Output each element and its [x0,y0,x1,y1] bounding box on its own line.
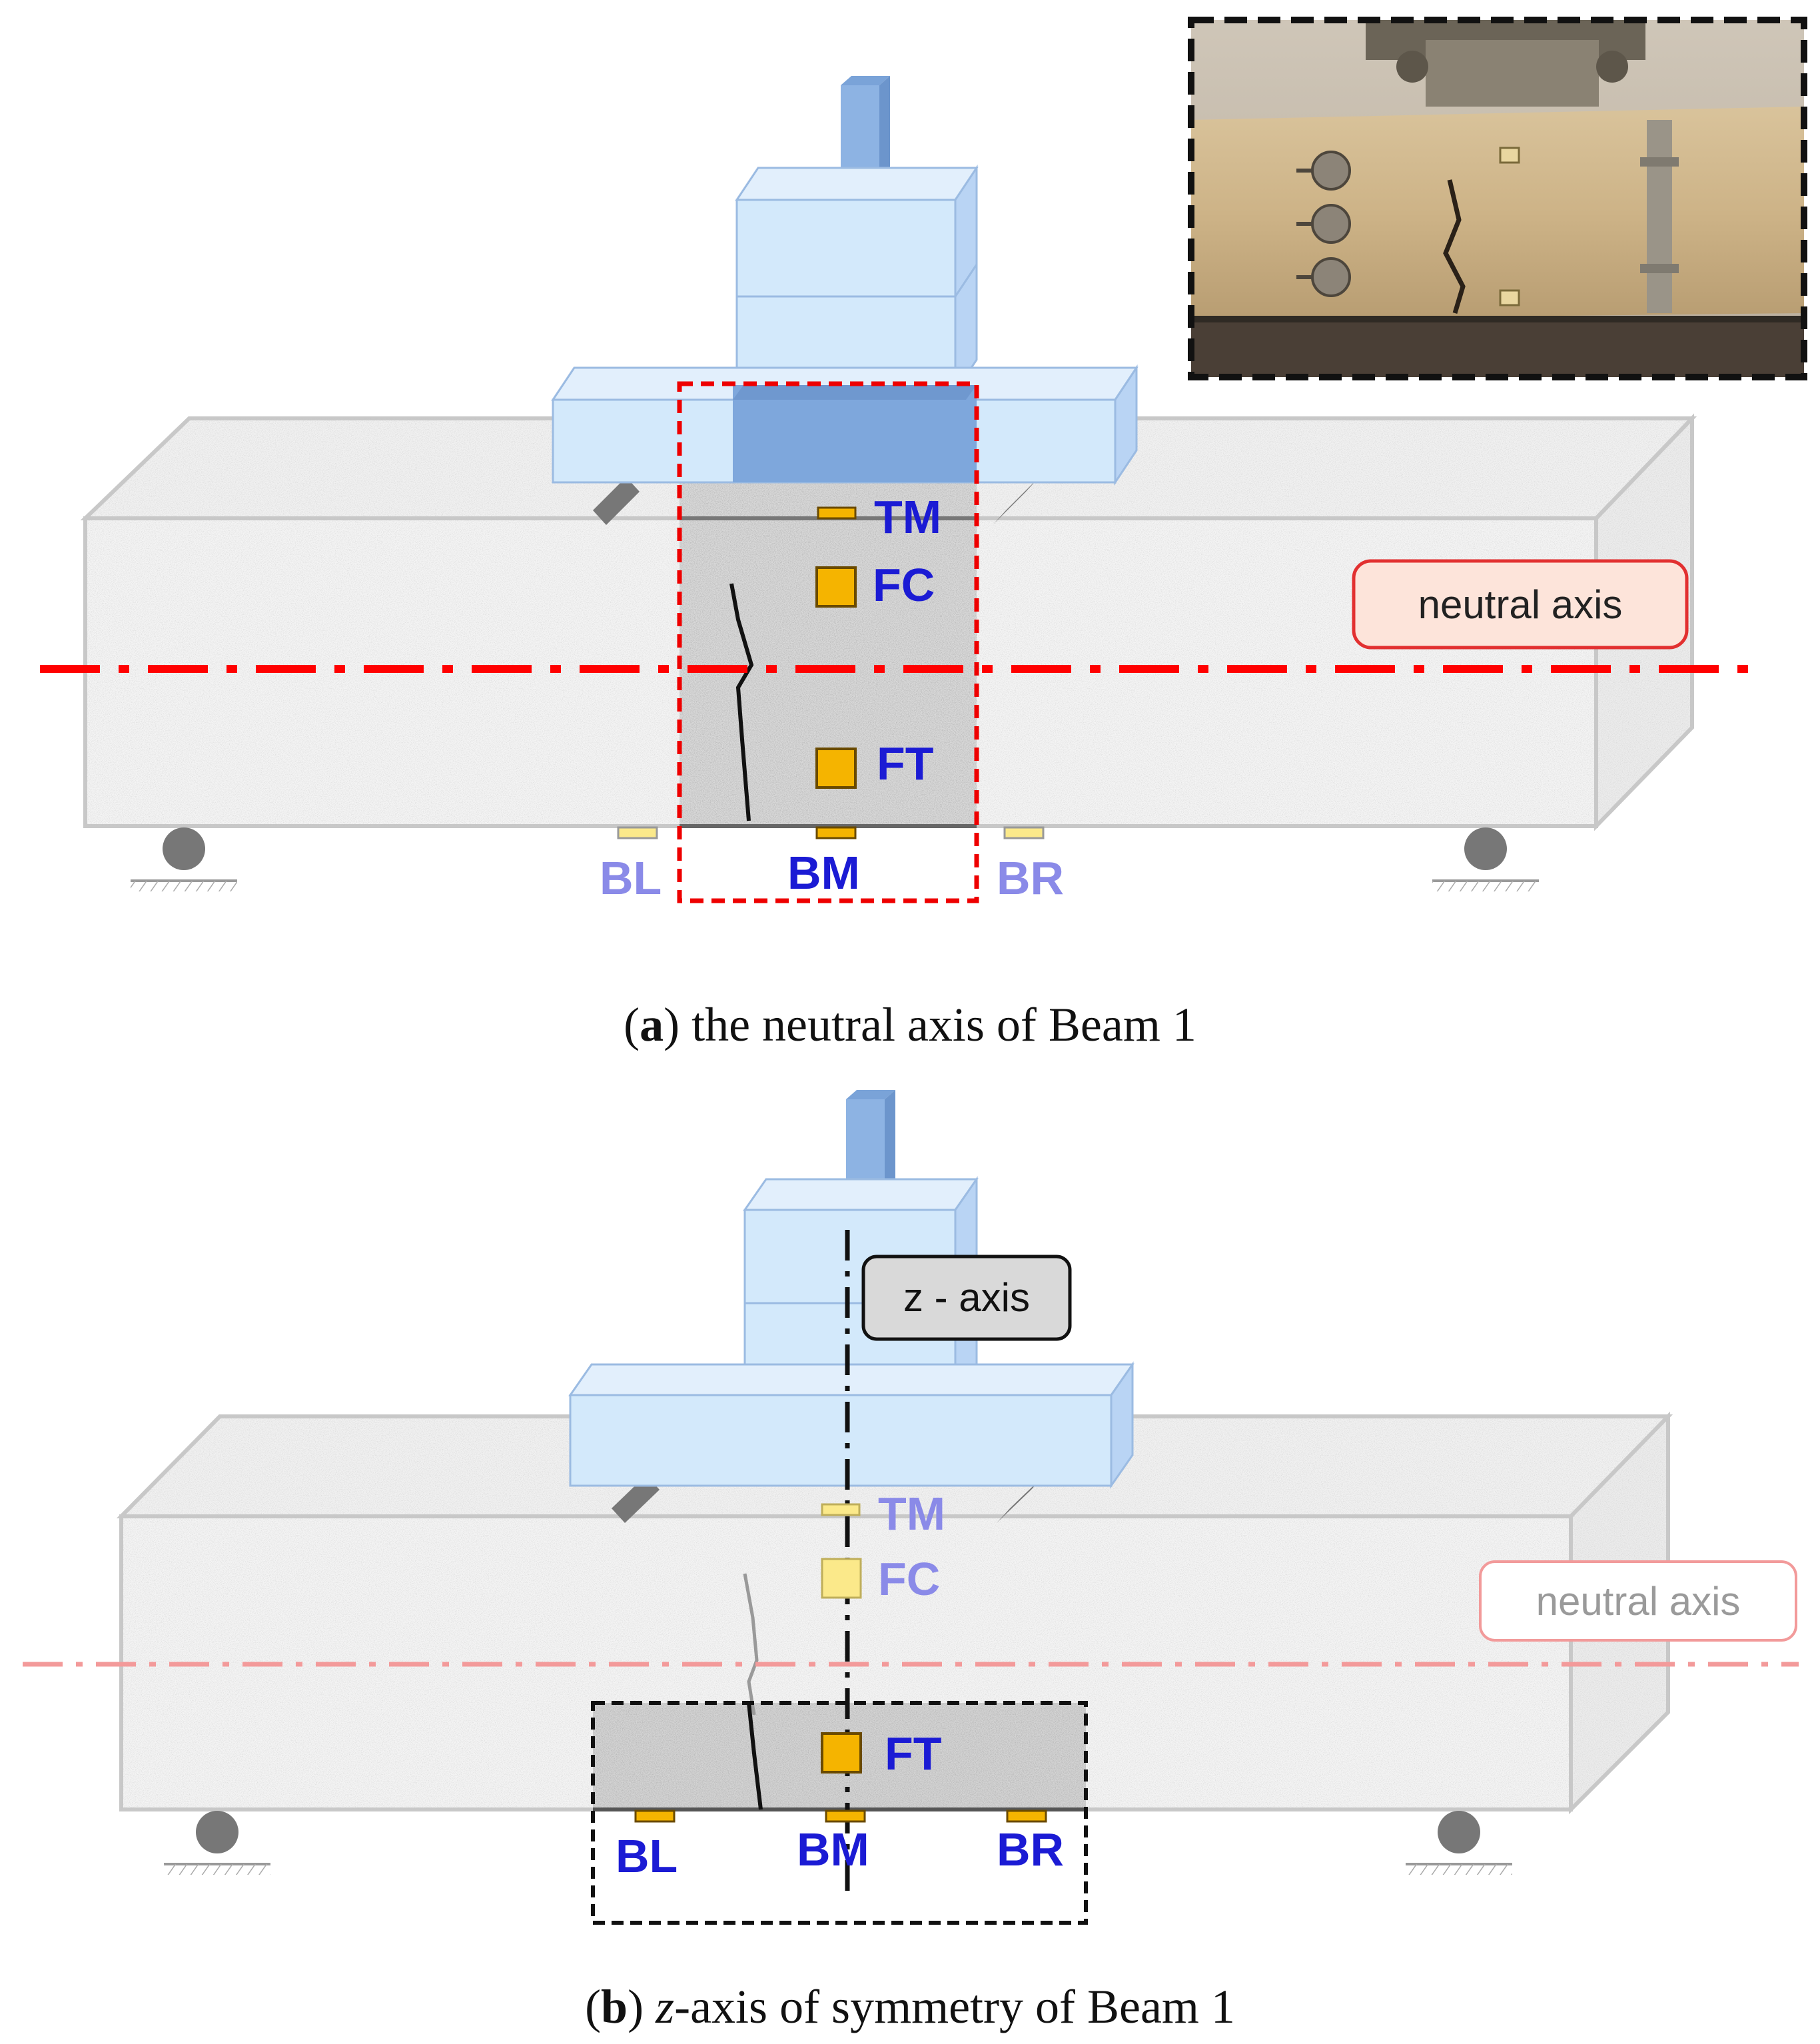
sensor-ft-a [815,748,857,789]
sensor-label-tm-b: TM [878,1488,945,1540]
sensor-label-bm-a: BM [787,847,860,899]
detail-box-b [591,1701,1088,1925]
sensor-label-bl-b: BL [616,1830,678,1882]
sensor-bm-a [815,826,857,839]
sensor-tm-b [821,1503,861,1516]
sensor-fc-b [821,1558,862,1599]
sensor-label-br-a: BR [997,852,1064,904]
neutral-axis-label-a: neutral axis [1418,582,1623,627]
sensor-bl-b [634,1809,676,1823]
detail-box-a [677,381,979,903]
sensor-fc-a [815,566,857,608]
caption-b-letter: b [601,1980,628,2033]
sensor-label-br-b: BR [997,1823,1064,1875]
support-pin-right-a [1464,827,1507,870]
z-axis-callout [861,1255,1072,1341]
sensor-label-tm-a: TM [874,491,941,543]
load-strut-left-shape [593,477,640,525]
sensor-bl-a [617,826,658,839]
caption-b: (b) z-axis of symmetry of Beam 1 [585,1980,1235,2033]
sensor-tm-a [817,506,857,520]
neutral-axis-callout-b [1479,1560,1797,1642]
sensor-br-b [1006,1809,1047,1823]
panel-b: neutral axis z - axis TM FC FT BL BM BR … [23,1090,1799,2033]
load-strut-right-shape [993,477,1039,525]
neutral-axis-callout-a [1352,559,1689,650]
caption-a: (a) the neutral axis of Beam 1 [624,998,1196,1051]
load-strut-left-b [612,1475,660,1523]
sensor-ft-b [821,1732,862,1774]
support-pin-left-b [196,1811,238,1853]
photo-inset [1188,17,1807,380]
sensor-label-fc-b: FC [878,1553,940,1605]
sensor-label-bl-a: BL [600,852,662,904]
caption-a-letter: a [640,998,664,1051]
caption-a-text: the neutral axis of Beam 1 [691,998,1196,1051]
load-strut-right-b [997,1475,1045,1523]
load-plate-b [569,1394,1113,1487]
sensor-label-ft-b: FT [885,1728,942,1780]
support-pin-right-b [1438,1811,1480,1853]
caption-b-z: z [655,1980,674,2033]
crack-b [747,1702,763,1810]
sensor-label-bm-b: BM [797,1823,869,1875]
neutral-axis-label-b: neutral axis [1536,1579,1741,1624]
crack-a [729,583,754,821]
panel-a: TM FC FT BL BM BR neutral axis [40,17,1807,1051]
caption-b-text: -axis of symmetry of Beam 1 [674,1980,1235,2033]
photo-inset-border [1188,17,1807,380]
sensor-label-fc-a: FC [873,559,935,611]
sensor-bm-b [825,1809,866,1823]
z-axis-label: z - axis [903,1275,1030,1320]
sensor-label-ft-a: FT [877,738,934,789]
support-pin-left-a [163,827,205,870]
sensor-br-a [1003,826,1045,839]
